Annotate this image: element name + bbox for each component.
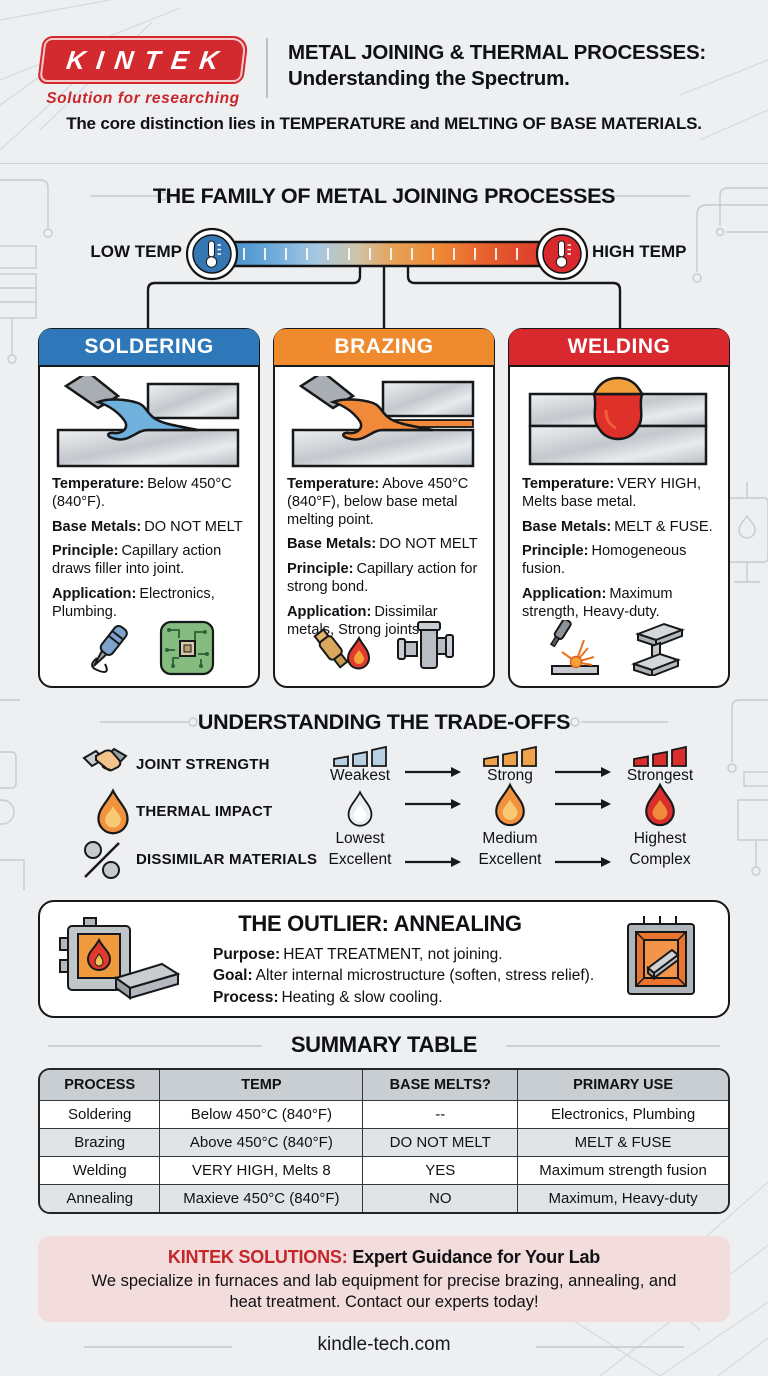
cta-box: KINTEK SOLUTIONS: Expert Guidance for Yo… <box>38 1236 730 1322</box>
soldering-iron-icon <box>91 624 128 673</box>
annealing-title: THE OUTLIER: ANNEALING <box>238 911 522 936</box>
tradeoff-label-thermal-impact: THERMAL IMPACT <box>136 803 273 820</box>
card-brazing-text: Temperature:Above 450°C (840°F), below b… <box>287 476 478 638</box>
soldering-illustration <box>56 376 240 468</box>
brazing-illustration <box>291 376 475 468</box>
arc-welder-icon <box>549 620 599 675</box>
low-temp-label: LOW TEMP <box>90 242 182 261</box>
thermal-impact-value-2: Medium <box>482 830 538 847</box>
flame-icon <box>97 788 129 835</box>
i-beam-icon <box>631 622 685 676</box>
title-line1: METAL JOINING & THERMAL PROCESSES: <box>288 41 707 64</box>
circuit-board-icon <box>159 620 215 676</box>
arrow-icon <box>555 767 611 777</box>
welding-illustration <box>528 376 708 466</box>
horizontal-rule <box>0 163 768 164</box>
card-soldering-title: SOLDERING <box>39 329 259 367</box>
furnace-ingot-icon <box>627 916 695 995</box>
flame-highest-icon <box>645 782 675 827</box>
arrow-icon <box>555 799 611 809</box>
card-soldering-text: Temperature:Below 450°C (840°F). Base Me… <box>52 476 243 620</box>
section-title-tradeoffs: UNDERSTANDING THE TRADE-OFFS <box>197 710 571 734</box>
logo-tagline: Solution for researching <box>46 90 240 107</box>
arrow-icon <box>405 767 461 777</box>
strength-bars-strong <box>483 745 537 767</box>
tradeoff-label-joint-strength: JOINT STRENGTH <box>136 756 270 773</box>
card-welding: WELDING Temperature:VERY HIGH, Melts bas… <box>508 328 730 688</box>
tradeoff-label-dissimilar-materials: DISSIMILAR MATERIALS <box>136 851 318 868</box>
cta-body: We specialize in furnaces and lab equipm… <box>91 1272 677 1311</box>
dissimilar-value-2: Excellent <box>478 851 542 868</box>
section-title-summary: SUMMARY TABLE <box>290 1032 478 1057</box>
header-divider <box>266 38 268 98</box>
dissimilar-value-3: Complex <box>629 851 691 868</box>
arrow-icon <box>555 857 611 867</box>
joint-strength-value-1: Weakest <box>329 767 391 784</box>
section-title-family: THE FAMILY OF METAL JOINING PROCESSES <box>152 184 616 208</box>
title-line2: Understanding the Spectrum. <box>288 67 570 91</box>
percent-icon <box>84 841 120 879</box>
arrow-icon <box>405 799 461 809</box>
logo-text: KINTEK <box>64 44 232 75</box>
card-soldering: SOLDERING Temperature:Below 450 <box>38 328 260 688</box>
strength-bars-weakest <box>333 745 387 767</box>
furnace-flame-icon <box>59 917 181 1000</box>
card-welding-text: Temperature:VERY HIGH, Melts base metal.… <box>522 476 713 620</box>
pipe-fitting-icon <box>397 621 454 669</box>
flame-lowest-icon <box>347 790 373 827</box>
arrow-icon <box>405 857 461 867</box>
high-temp-label: HIGH TEMP <box>592 242 687 261</box>
card-welding-title: WELDING <box>509 329 729 367</box>
dissimilar-value-1: Excellent <box>328 851 392 868</box>
annealing-text: Purpose:HEAT TREATMENT, not joining. Goa… <box>213 946 595 1006</box>
card-brazing-title: BRAZING <box>274 329 494 367</box>
joint-strength-value-3: Strongest <box>626 767 694 784</box>
temperature-spectrum-bar <box>186 227 588 281</box>
flame-medium-icon <box>495 782 525 827</box>
low-thermometer-icon <box>186 227 239 281</box>
torch-flame-icon <box>313 628 371 670</box>
high-thermometer-icon <box>535 227 588 281</box>
thermal-impact-value-3: Highest <box>633 830 687 847</box>
page-title: METAL JOINING & THERMAL PROCESSES: Under… <box>288 40 706 92</box>
handshake-icon <box>82 747 128 772</box>
cta-title: KINTEK SOLUTIONS: Expert Guidance for Yo… <box>167 1247 601 1267</box>
annealing-box <box>38 900 730 1018</box>
thermal-impact-value-1: Lowest <box>335 830 385 847</box>
cta-brand: KINTEK SOLUTIONS: <box>167 1247 348 1267</box>
subtitle: The core distinction lies in TEMPERATURE… <box>66 114 702 133</box>
kintek-logo: KINTEK <box>37 36 249 84</box>
joint-strength-value-2: Strong <box>487 767 533 784</box>
strength-bars-strongest <box>633 745 687 767</box>
website-url: kindle-tech.com <box>317 1334 451 1355</box>
card-brazing: BRAZING Temperature:Above 450°C (840°F),… <box>273 328 495 688</box>
